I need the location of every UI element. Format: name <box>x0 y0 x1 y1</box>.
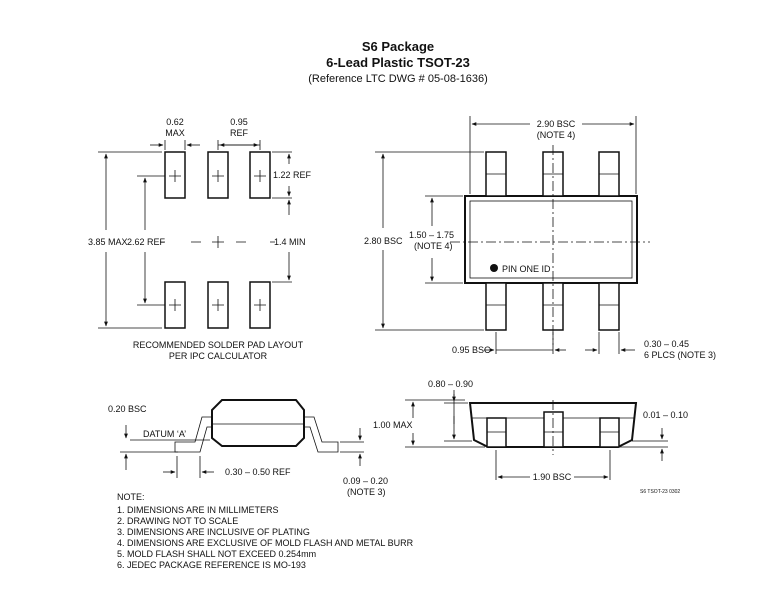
note-item: 4. DIMENSIONS ARE EXCLUSIVE OF MOLD FLAS… <box>117 538 414 548</box>
lead <box>485 282 507 331</box>
solder-pad-layout: 0.62 MAX 0.95 REF 1.22 REF 1.4 MIN 3.85 … <box>88 117 312 361</box>
title-lead: 6-Lead Plastic TSOT-23 <box>326 55 470 70</box>
drawing-id: S6 TSOT-23 0302 <box>640 489 680 495</box>
dim-pad-centers: 2.62 REF <box>127 237 166 247</box>
note-item: 1. DIMENSIONS ARE IN MILLIMETERS <box>117 505 279 515</box>
dim-overall-span: 3.85 MAX <box>88 237 128 247</box>
pin-one-dot <box>490 264 498 272</box>
dim-body-length: 2.90 BSC <box>537 119 576 129</box>
dim-body-width-note: (NOTE 4) <box>414 241 453 251</box>
side-body <box>211 399 305 447</box>
dim-pad-length: 1.22 REF <box>273 170 312 180</box>
notes-heading: NOTE: <box>117 492 145 502</box>
title-package: S6 Package <box>362 39 434 54</box>
front-lead <box>486 417 507 448</box>
dim-foot-length: 0.30 – 0.50 REF <box>225 467 291 477</box>
front-lead <box>543 411 564 448</box>
dim-overall-height: 1.00 MAX <box>373 420 413 430</box>
datum-a-label: DATUM ‘A’ <box>143 429 186 439</box>
front-lead <box>599 417 620 448</box>
dim-standoff: 0.01 – 0.10 <box>643 410 688 420</box>
note-item: 3. DIMENSIONS ARE INCLUSIVE OF PLATING <box>117 527 310 537</box>
solder-caption-2: PER IPC CALCULATOR <box>169 351 268 361</box>
dim-pad-pitch: 0.95 <box>230 117 248 127</box>
title-reference: (Reference LTC DWG # 05-08-1636) <box>308 73 488 85</box>
title-block: S6 Package 6-Lead Plastic TSOT-23 (Refer… <box>308 39 488 85</box>
top-view: PIN ONE ID 2.90 BSC (NOTE 4) 2.80 BSC 1.… <box>364 116 716 360</box>
dim-pad-gap: 1.4 MIN <box>274 237 306 247</box>
note-item: 2. DRAWING NOT TO SCALE <box>117 516 238 526</box>
pin-one-label: PIN ONE ID <box>502 264 551 274</box>
dim-lead-width-note: 6 PLCS (NOTE 3) <box>644 350 716 360</box>
dim-lead-width: 0.30 – 0.45 <box>644 339 689 349</box>
dim-body-length-note: (NOTE 4) <box>537 130 576 140</box>
note-item: 5. MOLD FLASH SHALL NOT EXCEED 0.254mm <box>117 549 316 559</box>
dim-lead-thickness: 0.09 – 0.20 <box>343 476 388 486</box>
dim-body-height: 0.80 – 0.90 <box>428 379 473 389</box>
dim-gauge-plane: 0.20 BSC <box>108 404 147 414</box>
dim-overall-width: 2.80 BSC <box>364 236 403 246</box>
lead <box>598 282 620 331</box>
front-view: 0.80 – 0.90 1.00 MAX 0.01 – 0.10 1.90 BS… <box>373 379 688 495</box>
dim-pad-pitch-sub: REF <box>230 128 249 138</box>
note-item: 6. JEDEC PACKAGE REFERENCE IS MO-193 <box>117 560 306 570</box>
dim-outer-lead-pitch: 1.90 BSC <box>533 472 572 482</box>
dim-pad-width-sub: MAX <box>165 128 185 138</box>
dim-lead-pitch: 0.95 BSC <box>452 345 491 355</box>
side-view: 0.20 BSC DATUM ‘A’ 0.30 – 0.50 REF 0.09 … <box>108 399 388 497</box>
dim-lead-thickness-note: (NOTE 3) <box>347 487 386 497</box>
dim-pad-width: 0.62 <box>166 117 184 127</box>
solder-caption-1: RECOMMENDED SOLDER PAD LAYOUT <box>133 340 304 350</box>
notes: NOTE: 1. DIMENSIONS ARE IN MILLIMETERS 2… <box>117 492 414 570</box>
dim-body-width: 1.50 – 1.75 <box>409 230 454 240</box>
